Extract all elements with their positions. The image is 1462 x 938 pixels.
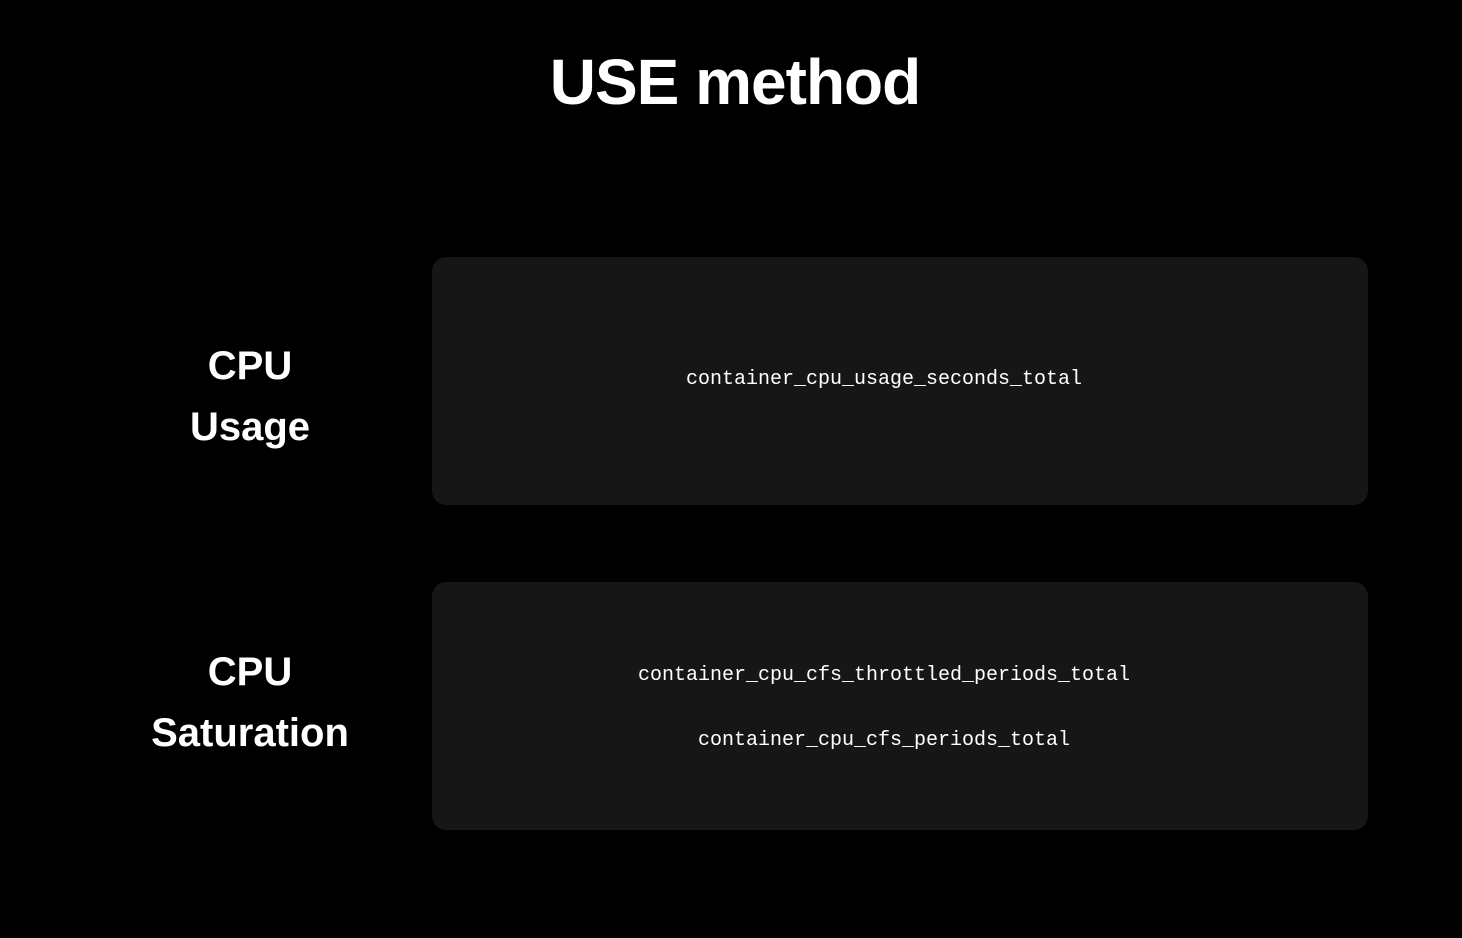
- slide-title: USE method: [549, 46, 921, 118]
- cpu-usage-metric: container_cpu_usage_seconds_total: [685, 368, 1083, 391]
- cpu-saturation-label-line1: CPU: [207, 650, 293, 694]
- cpu-saturation-metrics-card: container_cpu_cfs_throttled_periods_tota…: [432, 582, 1368, 830]
- cpu-usage-metrics-card: container_cpu_usage_seconds_total: [432, 257, 1368, 505]
- cpu-usage-label-line1: CPU: [207, 344, 293, 388]
- cpu-saturation-label-line2: Saturation: [151, 711, 349, 755]
- cpu-usage-label: CPU Usage: [100, 336, 400, 458]
- cpu-cfs-periods-metric: container_cpu_cfs_periods_total: [697, 729, 1071, 752]
- cpu-usage-label-line2: Usage: [189, 405, 311, 449]
- cpu-saturation-label: CPU Saturation: [100, 642, 400, 764]
- cpu-throttled-periods-metric: container_cpu_cfs_throttled_periods_tota…: [637, 664, 1131, 687]
